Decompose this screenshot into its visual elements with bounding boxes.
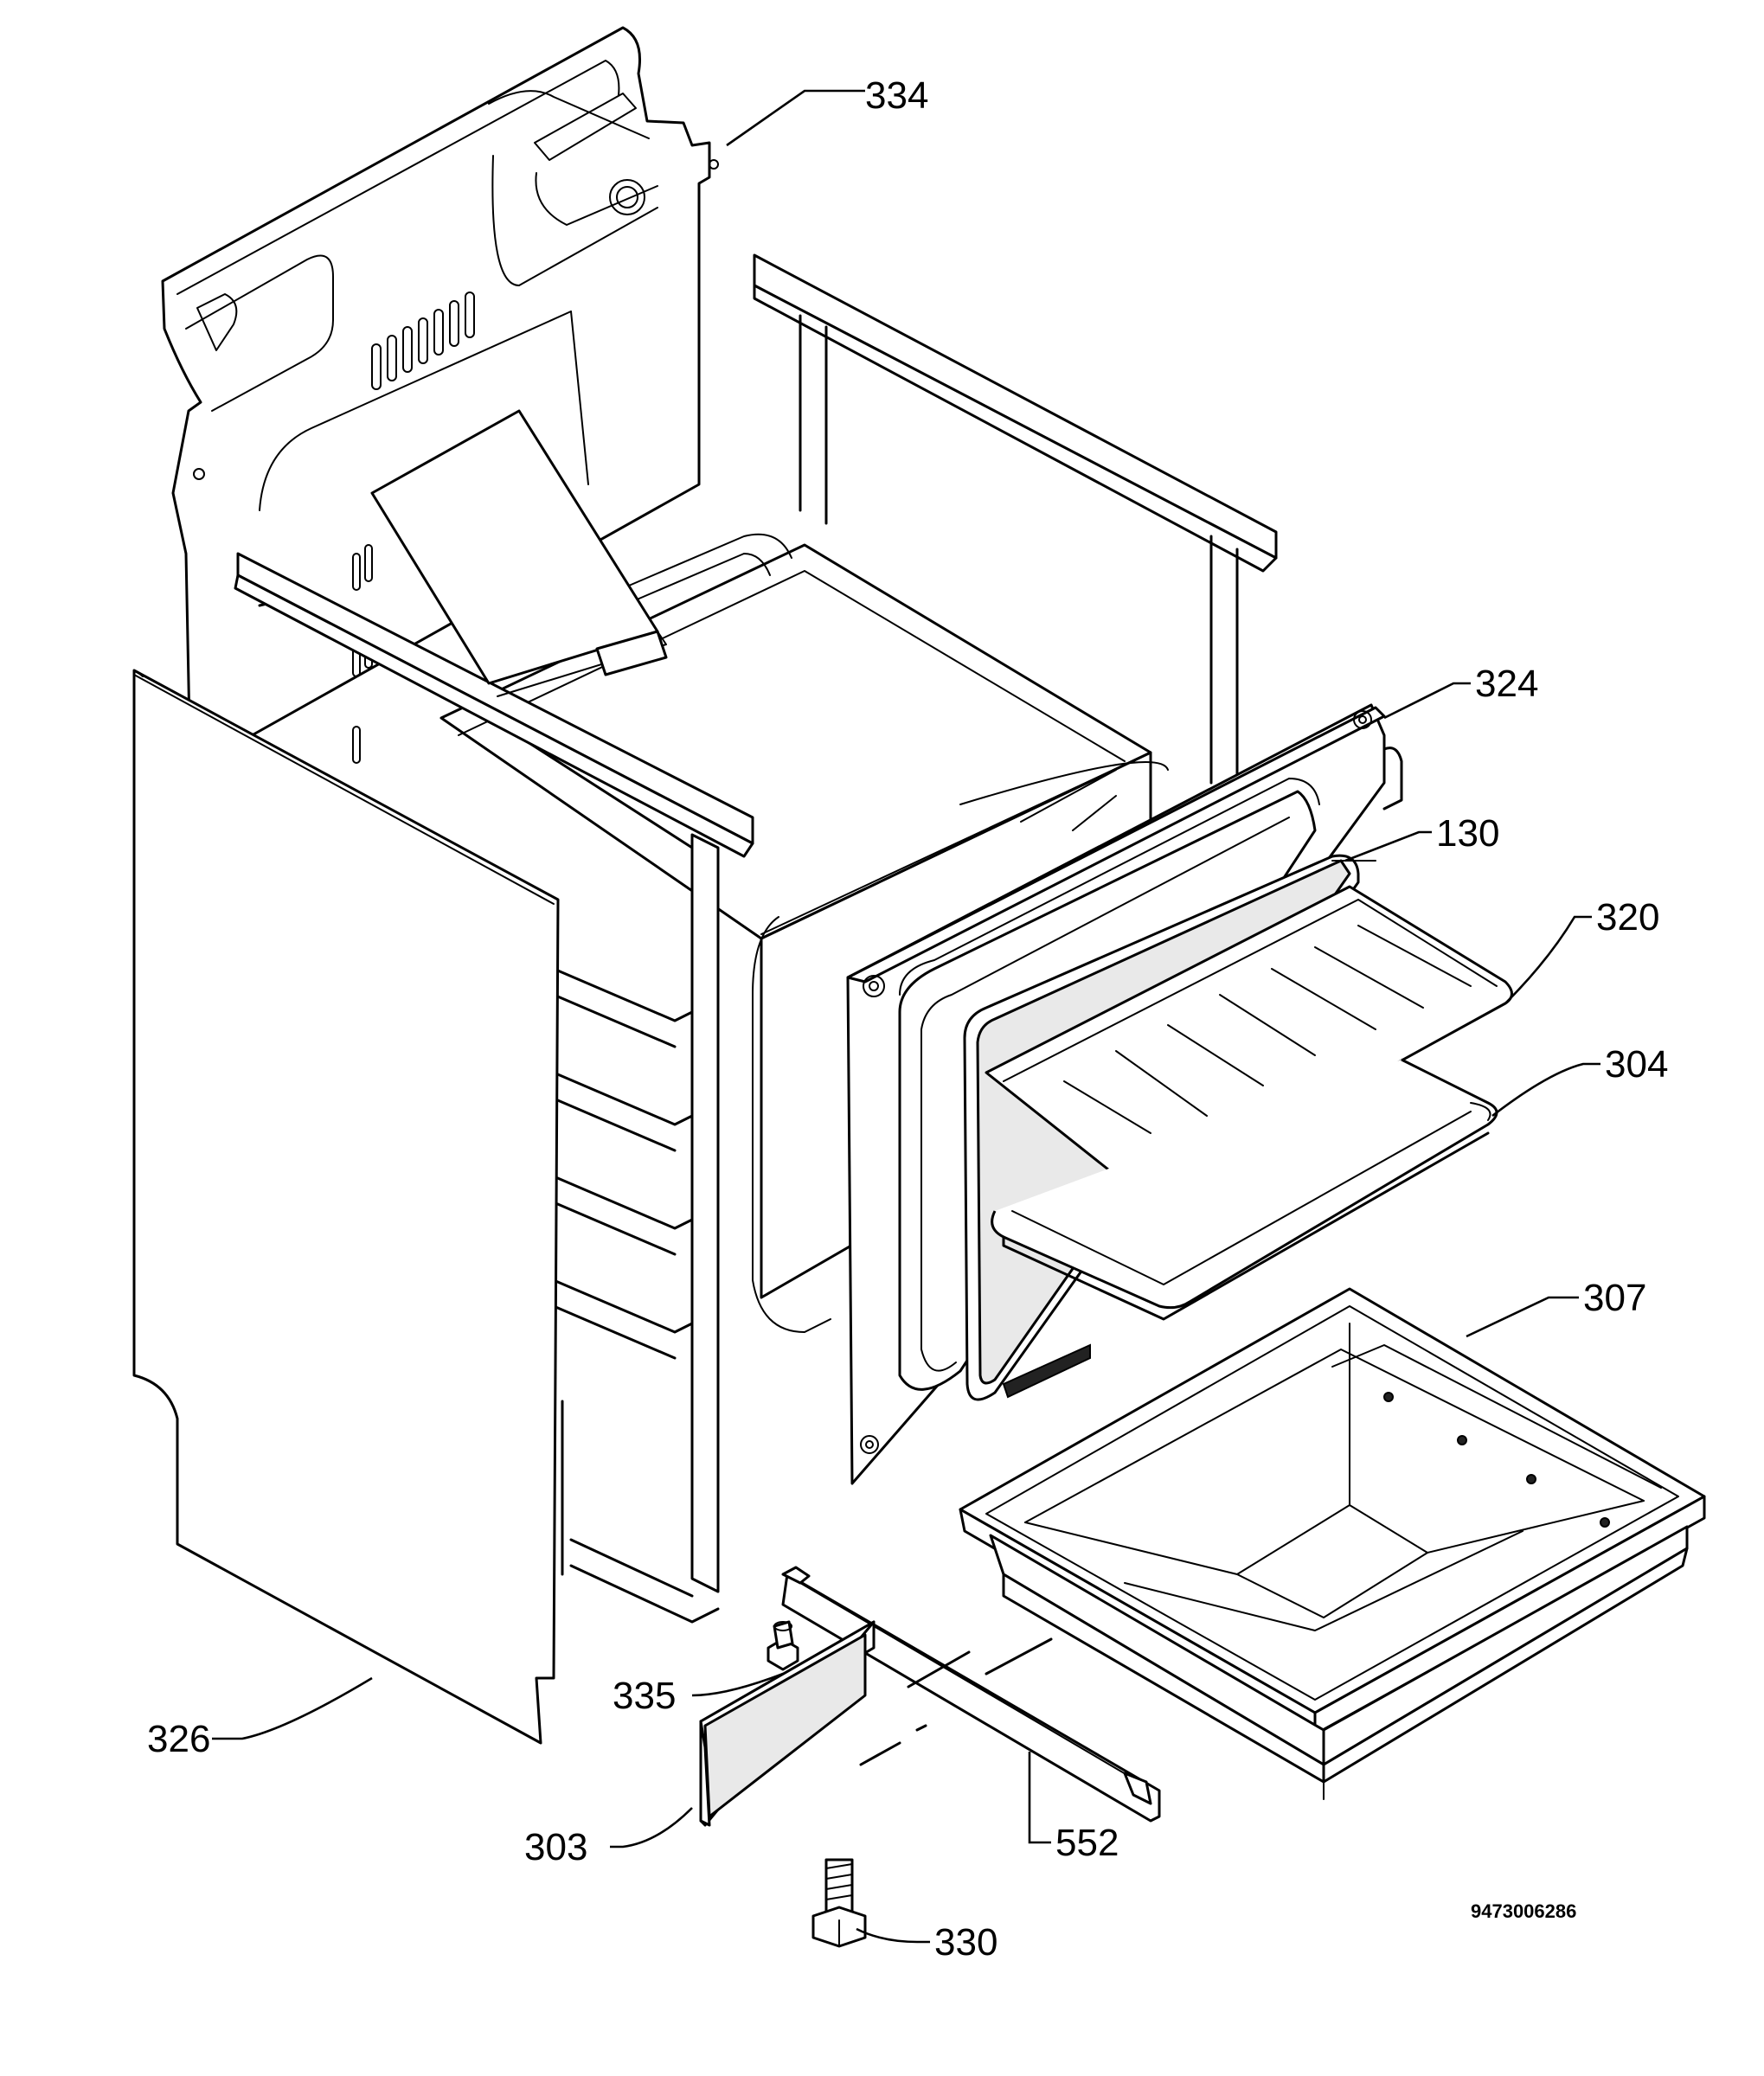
part-304-baking-tray — [991, 1058, 1498, 1321]
callout-324: 324 — [1475, 663, 1538, 705]
callout-labels: 334 324 130 320 304 307 326 335 303 552 … — [147, 74, 1668, 1964]
callout-320: 320 — [1596, 896, 1659, 939]
callout-130: 130 — [1436, 812, 1499, 855]
top-plate — [370, 409, 668, 697]
assembly-guide-lines — [859, 1637, 1053, 1766]
part-307-drip-pan — [959, 1287, 1706, 1800]
rear-rail-frame — [753, 253, 1278, 789]
front-top-rail — [234, 552, 754, 1624]
callout-335: 335 — [613, 1675, 676, 1717]
leader-lines — [212, 89, 1600, 1944]
callout-330: 330 — [934, 1921, 997, 1964]
document-id: 9473006286 — [1471, 1900, 1576, 1922]
callout-307: 307 — [1583, 1277, 1646, 1319]
callout-303: 303 — [524, 1826, 587, 1868]
callout-326: 326 — [147, 1718, 210, 1760]
part-330-screw — [811, 1858, 867, 1948]
vent-slots-upper — [371, 292, 475, 390]
part-552-rail — [781, 1566, 1161, 1823]
callout-304: 304 — [1605, 1043, 1668, 1086]
callout-552: 552 — [1055, 1822, 1119, 1864]
callout-334: 334 — [865, 74, 928, 117]
part-335-fastener — [767, 1620, 799, 1671]
part-303-kick-plate — [699, 1620, 876, 1827]
part-326-side-panel — [132, 669, 560, 1745]
